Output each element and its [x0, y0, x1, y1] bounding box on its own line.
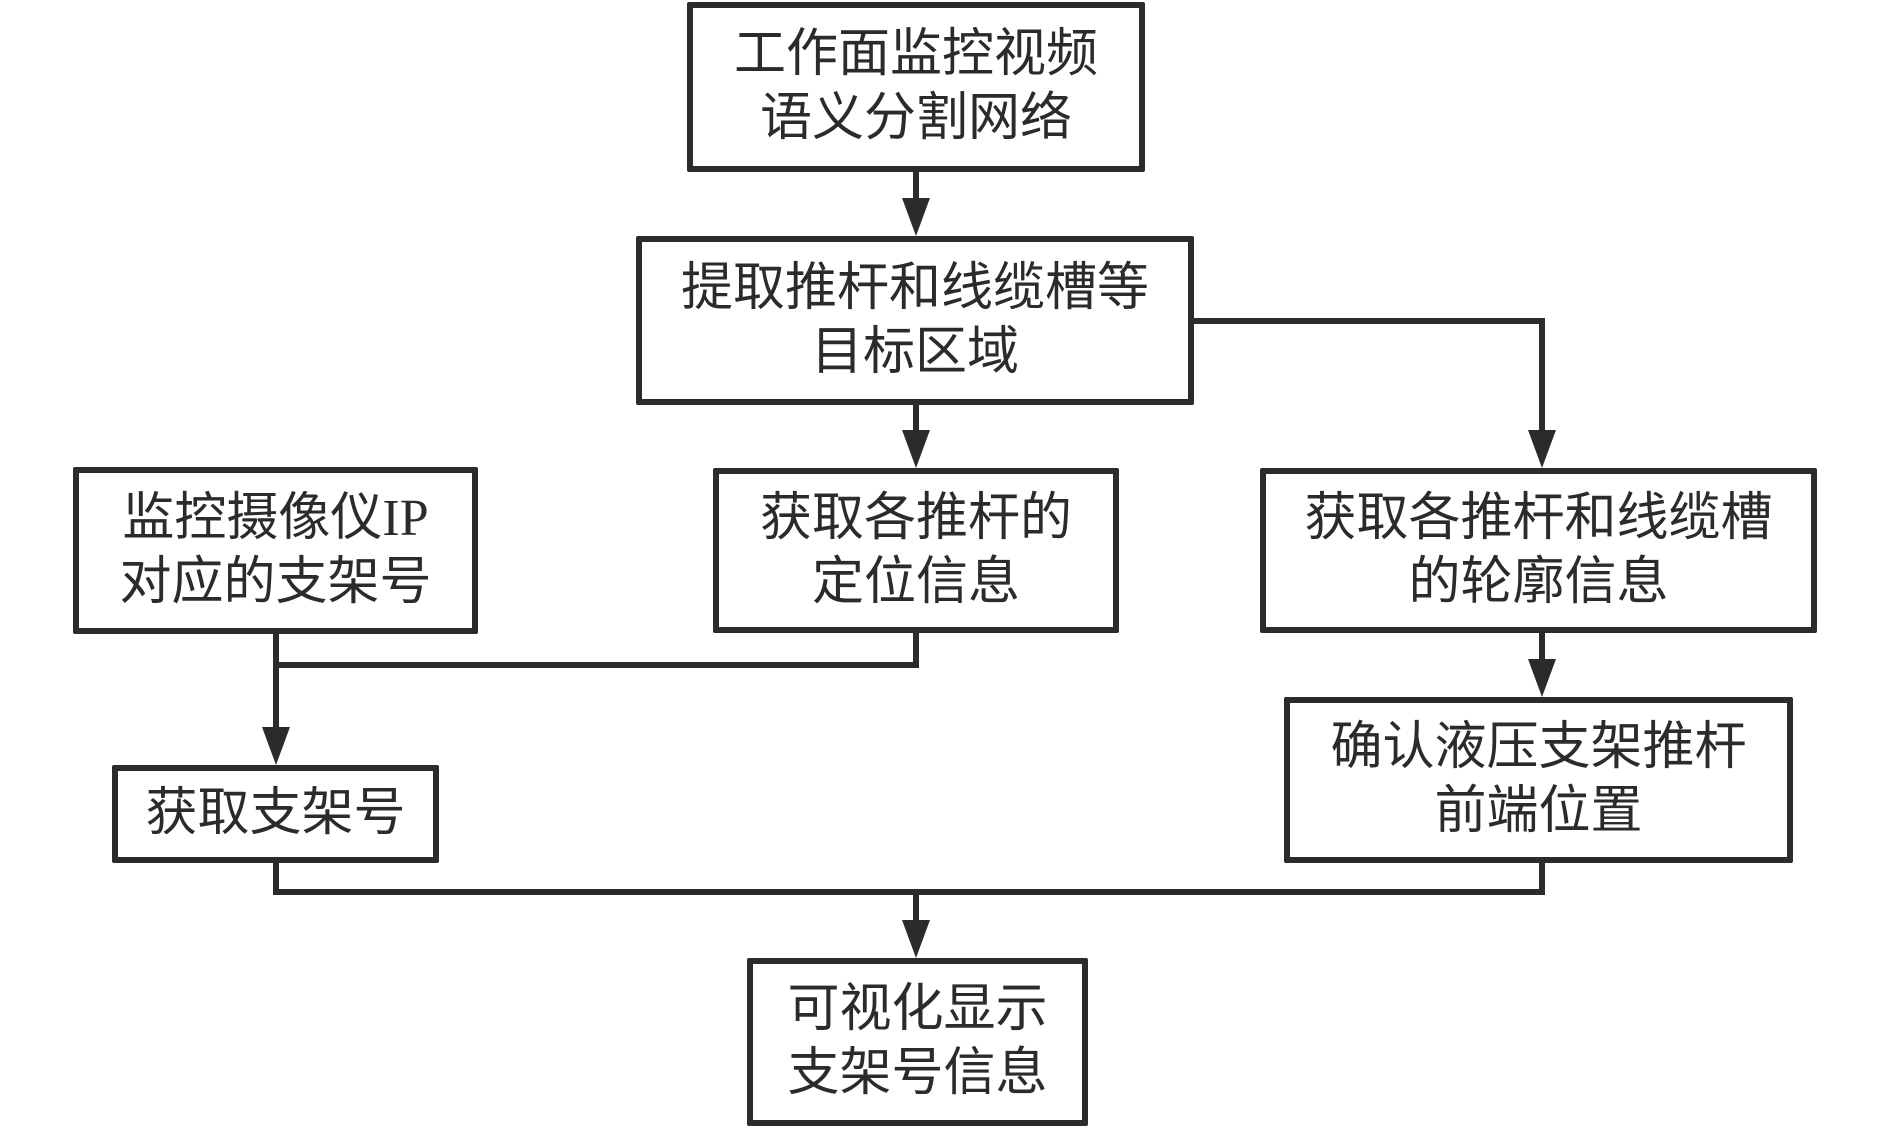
arrowhead-confirm: [1528, 659, 1556, 697]
node-camera-ip-bracket: 监控摄像仪IP 对应的支架号: [73, 467, 478, 634]
arrowhead-positioning: [902, 430, 930, 468]
node-pusher-positioning: 获取各推杆的 定位信息: [713, 468, 1119, 633]
node-get-bracket-number: 获取支架号: [112, 765, 439, 863]
arrowhead-extract: [902, 198, 930, 236]
node-visualize-bracket-info: 可视化显示 支架号信息: [747, 958, 1088, 1126]
node-confirm-front-position: 确认液压支架推杆 前端位置: [1284, 697, 1793, 863]
node-text-line: 支架号信息: [787, 1045, 1048, 1102]
node-segmentation-network: 工作面监控视频 语义分割网络: [687, 2, 1145, 172]
edge-extract-to-contour: [1194, 318, 1545, 432]
edge-positioning-to-bracket: [276, 633, 919, 668]
node-contour-info: 获取各推杆和线缆槽 的轮廓信息: [1260, 468, 1817, 633]
node-text-line: 获取各推杆和线缆槽: [1304, 489, 1773, 547]
node-text-line: 对应的支架号: [119, 553, 432, 611]
node-text-line: 可视化显示: [787, 981, 1048, 1038]
node-text-line: 获取支架号: [145, 785, 406, 842]
node-text-line: 语义分割网络: [759, 90, 1072, 147]
arrowhead-visualize: [902, 920, 930, 958]
node-text-line: 确认液压支架推杆: [1330, 719, 1747, 776]
node-text-line: 获取各推杆的: [759, 489, 1072, 547]
node-text-line: 监控摄像仪IP: [122, 489, 429, 547]
node-text-line: 目标区域: [810, 323, 1019, 381]
arrowhead-contour: [1528, 430, 1556, 468]
node-text-line: 的轮廓信息: [1408, 553, 1669, 611]
node-text-line: 定位信息: [811, 553, 1020, 611]
arrowhead-get-bracket: [262, 727, 290, 765]
node-text-line: 提取推杆和线缆槽等: [680, 259, 1149, 317]
node-extract-regions: 提取推杆和线缆槽等 目标区域: [636, 236, 1194, 405]
node-text-line: 前端位置: [1434, 783, 1643, 840]
node-text-line: 工作面监控视频: [733, 26, 1098, 83]
edge-merge-to-visualize: [273, 863, 1545, 895]
